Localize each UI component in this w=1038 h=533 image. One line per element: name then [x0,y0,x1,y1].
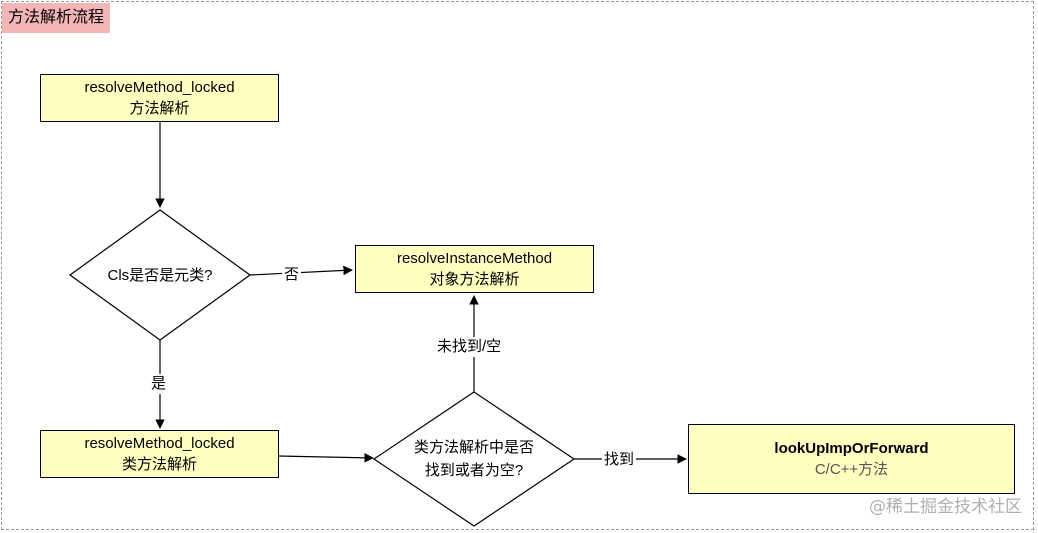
node-lookup: lookUpImpOrForward C/C++方法 [688,424,1015,494]
edge-label-yes: 是 [149,374,169,394]
node-resolve-instance: resolveInstanceMethod 对象方法解析 [355,245,594,293]
node-resolve-class: resolveMethod_locked 类方法解析 [40,430,279,478]
edge-class-to-decision2 [277,453,374,463]
node-resolve-instance-desc: 对象方法解析 [429,271,520,288]
node-lookup-name: lookUpImpOrForward [774,440,929,457]
node-lookup-desc: C/C++方法 [814,461,889,478]
edge-label-found: 找到 [602,450,637,470]
node-resolve-method-name: resolveMethod_locked [84,79,235,96]
edge-label-not-found: 未找到/空 [435,337,504,357]
node-resolve-instance-name: resolveInstanceMethod [396,250,553,267]
node-resolve-method-desc: 方法解析 [129,100,190,117]
decision-found-diamond [372,391,576,527]
watermark: @稀土掘金技术社区 [869,497,1022,517]
decision-found-line1: 类方法解析中是否 [413,439,534,456]
node-resolve-class-desc: 类方法解析 [121,456,197,473]
edge-label-no: 否 [282,265,302,285]
diagram-title: 方法解析流程 [2,3,111,33]
decision-found-line2: 找到或者为空? [424,462,524,479]
node-resolve-class-name: resolveMethod_locked [84,435,235,452]
node-resolve-method: resolveMethod_locked 方法解析 [40,74,279,122]
decision-found-label: 类方法解析中是否 找到或者为空? [394,436,554,482]
decision-meta-label: Cls是否是元类? [107,267,213,284]
